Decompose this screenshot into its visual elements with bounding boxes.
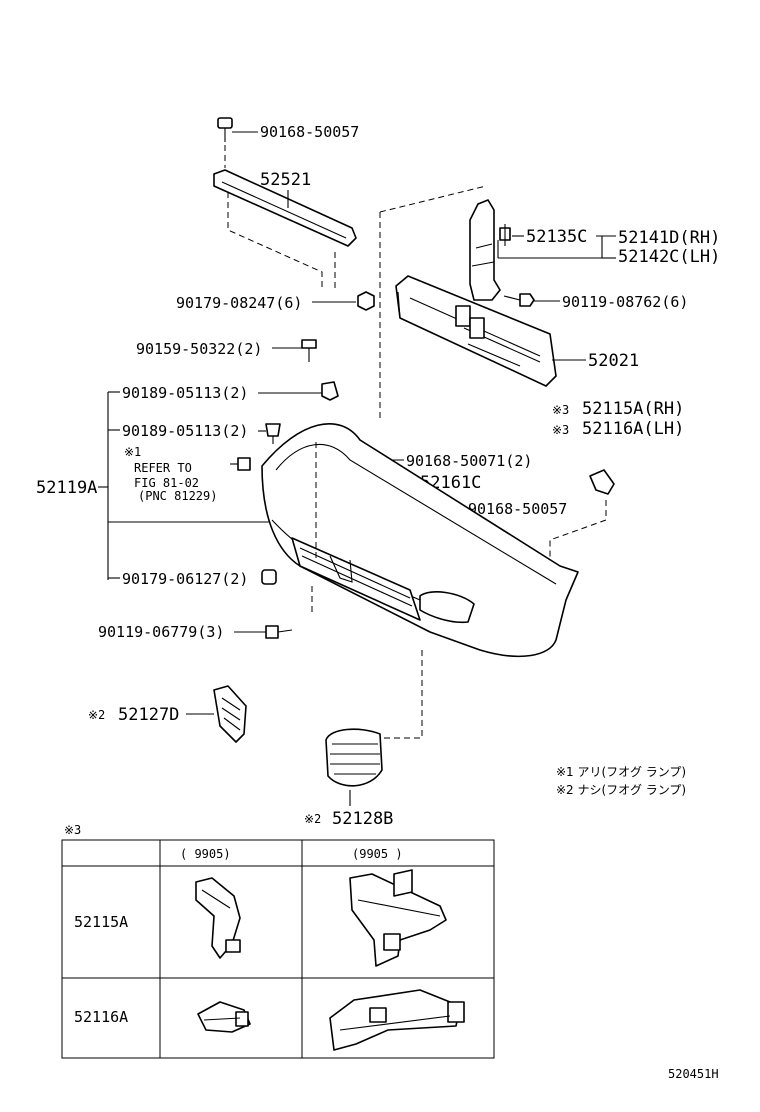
legend-note-2: ※2 ナシ(フオグ ランプ) xyxy=(556,783,686,797)
absorber-part xyxy=(395,275,557,387)
refer-line1: REFER TO xyxy=(134,461,192,475)
label-screw-mid: 90168-50071(2) xyxy=(406,452,532,470)
bolt-top-icon xyxy=(217,117,233,142)
label-clip-b: 90189-05113(2) xyxy=(122,384,248,402)
refer-line3: (PNC 81229) xyxy=(138,489,217,503)
label-nut-left: 90179-08247(6) xyxy=(176,294,302,312)
label-bolt-low: 90119-06779(3) xyxy=(98,623,224,641)
bumper-cover-part xyxy=(261,423,579,658)
retainer-rh-new-part xyxy=(349,869,447,967)
bolt-low-icon xyxy=(265,625,293,639)
label-absorber: 52021 xyxy=(588,351,639,371)
label-bolt-right: 90119-08762(6) xyxy=(562,293,688,311)
label-cover-left: 52127D xyxy=(118,705,179,725)
bolt-right-icon xyxy=(503,293,535,307)
reinforcement-part xyxy=(213,169,357,247)
retainer-icon xyxy=(589,469,615,495)
nut-low-icon xyxy=(261,569,277,585)
label-retainer-lh: 52116A(LH) xyxy=(582,419,684,439)
label-support-lh: 52142C(LH) xyxy=(618,247,720,267)
bolt-bracket-icon xyxy=(499,224,511,246)
table-col-1: ( 9905) xyxy=(180,847,231,861)
retainer-lh-old-part xyxy=(197,1001,251,1033)
label-clip-a: 90159-50322(2) xyxy=(136,340,262,358)
retainer-rh-old-part xyxy=(195,877,241,959)
label-bolt-top: 90168-50057 xyxy=(260,123,359,141)
table-col-2: (9905 ) xyxy=(352,847,403,861)
label-bracket: 52135C xyxy=(526,227,587,247)
retainer-lh-new-part xyxy=(329,989,465,1051)
mark-retainer-lh: ※3 xyxy=(552,423,569,437)
table-row-1: 52115A xyxy=(74,913,128,931)
label-nut-low: 90179-06127(2) xyxy=(122,570,248,588)
clip-a-icon xyxy=(301,339,317,362)
support-bracket-part xyxy=(469,199,501,301)
clip-b-icon xyxy=(321,381,339,401)
mark-ref-1: ※1 xyxy=(124,445,141,459)
mark-cover-right: ※2 xyxy=(304,812,321,826)
legend-note-1: ※1 アリ(フオグ ランプ) xyxy=(556,765,686,779)
nut-left-icon xyxy=(357,291,375,311)
cover-right-part xyxy=(325,728,383,787)
label-reinforcement: 52521 xyxy=(260,170,311,190)
label-screw-low: 90168-50057 xyxy=(468,500,567,518)
label-cover-right: 52128B xyxy=(332,809,393,829)
label-bumper-cover: 52119A xyxy=(36,478,97,498)
refer-bolt-icon xyxy=(230,457,251,471)
label-retainer-rh: 52115A(RH) xyxy=(582,399,684,419)
variant-table xyxy=(61,839,495,1059)
mark-cover-left: ※2 xyxy=(88,708,105,722)
table-mark: ※3 xyxy=(64,823,81,837)
refer-line2: FIG 81-02 xyxy=(134,476,199,490)
figure-id: 520451H xyxy=(668,1067,719,1081)
label-support-rh: 52141D(RH) xyxy=(618,228,720,248)
clip-c-icon xyxy=(265,423,281,444)
mark-retainer-rh: ※3 xyxy=(552,403,569,417)
label-clip-c: 90189-05113(2) xyxy=(122,422,248,440)
cover-left-part xyxy=(213,685,247,743)
table-row-2: 52116A xyxy=(74,1008,128,1026)
